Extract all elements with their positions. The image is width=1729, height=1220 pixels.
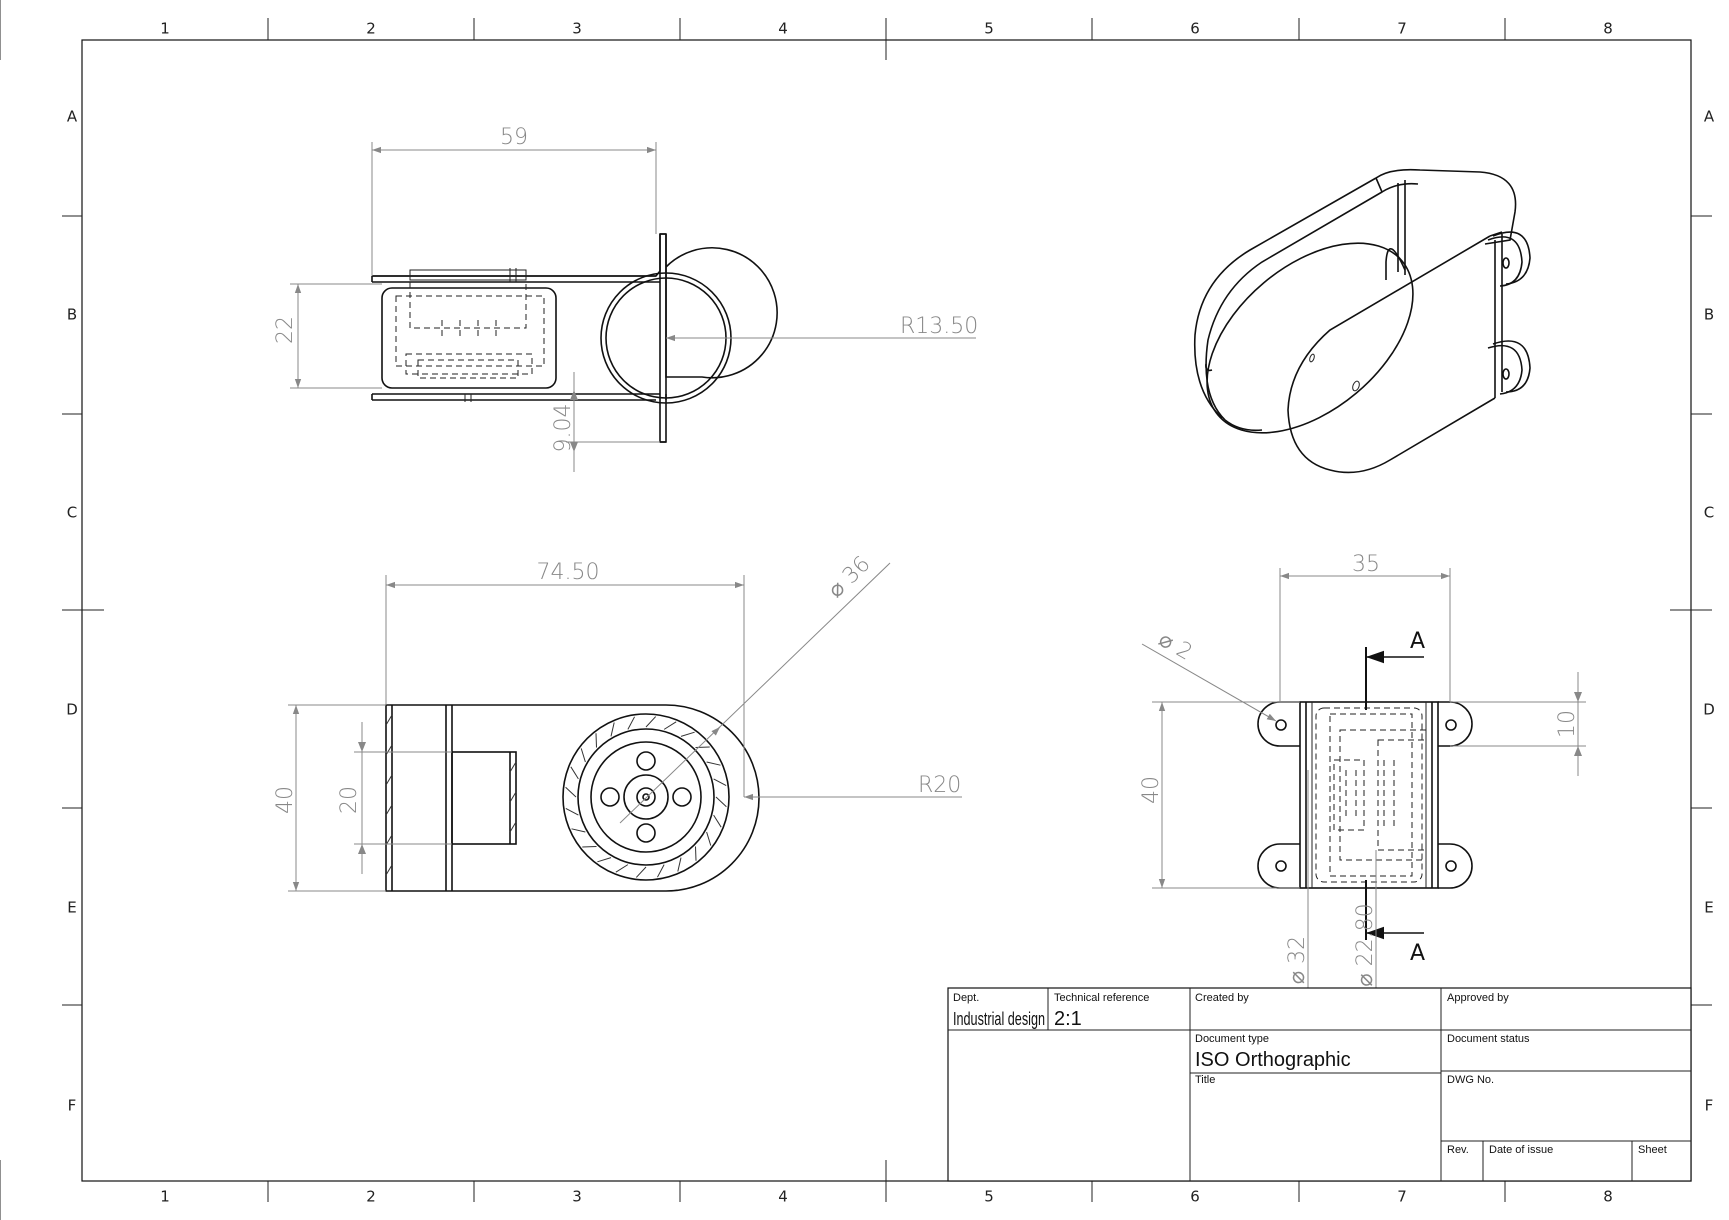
section-hatch-line bbox=[565, 808, 579, 816]
zone-column-label: 8 bbox=[1603, 20, 1613, 38]
dim-front-radius: R20 bbox=[918, 773, 961, 798]
section-hatch-line bbox=[706, 761, 721, 766]
dim-side-height: 40 bbox=[1139, 776, 1164, 804]
zone-row-label: C bbox=[67, 504, 77, 522]
section-hatch-line bbox=[570, 766, 579, 780]
zone-column-label: 1 bbox=[160, 20, 170, 38]
rev-label: Rev. bbox=[1447, 1144, 1469, 1156]
section-hatch-line bbox=[610, 722, 615, 737]
dim-side-tab: 10 bbox=[1555, 710, 1580, 738]
dim-front-height: 40 bbox=[273, 786, 298, 814]
date-label: Date of issue bbox=[1489, 1144, 1553, 1156]
zone-column-label: 1 bbox=[160, 1188, 170, 1206]
section-label-top: A bbox=[1410, 629, 1425, 654]
title-block: Dept. Industrial design Technical refere… bbox=[947, 987, 1692, 1182]
dim-side-d32: ⌀ 32 bbox=[1285, 936, 1310, 984]
zone-column-label: 5 bbox=[984, 1188, 994, 1206]
zone-column-label: 3 bbox=[572, 20, 582, 38]
section-hatch-line bbox=[635, 866, 647, 878]
zone-row-label: A bbox=[1704, 108, 1715, 126]
zone-row-label: A bbox=[67, 108, 78, 126]
dim-side-width: 35 bbox=[1352, 552, 1380, 577]
doc-type-label: Document type bbox=[1195, 1033, 1269, 1045]
tech-ref-label: Technical reference bbox=[1054, 992, 1149, 1004]
sheet-label: Sheet bbox=[1638, 1144, 1667, 1156]
section-hatch-line bbox=[677, 857, 682, 872]
zone-row-label: F bbox=[68, 1097, 77, 1115]
section-hatch-line bbox=[565, 786, 577, 798]
section-hatch-line bbox=[615, 864, 629, 873]
zone-column-label: 7 bbox=[1397, 20, 1407, 38]
section-hatch-line bbox=[695, 746, 710, 749]
dim-top-tab: 9.04 bbox=[551, 404, 576, 453]
section-hatch-line bbox=[595, 733, 598, 748]
zone-column-label: 7 bbox=[1397, 1188, 1407, 1206]
section-hatch-line bbox=[713, 814, 722, 828]
zone-row-label: E bbox=[67, 899, 76, 917]
zone-row-label: E bbox=[1704, 899, 1713, 917]
dim-top-radius: R13.50 bbox=[900, 314, 978, 339]
section-hatch-line bbox=[706, 831, 712, 846]
dept-label: Dept. bbox=[953, 992, 979, 1004]
top-view: 59 22 R13.50 9.04 bbox=[273, 125, 978, 472]
created-by-label: Created by bbox=[1195, 992, 1249, 1004]
section-hatch-line bbox=[657, 864, 665, 878]
section-hatch-line bbox=[663, 721, 677, 730]
zone-column-label: 2 bbox=[366, 20, 376, 38]
zone-column-label: 8 bbox=[1603, 1188, 1613, 1206]
zone-column-label: 5 bbox=[984, 20, 994, 38]
section-hatch-line bbox=[627, 716, 635, 730]
section-hatch-line bbox=[645, 716, 657, 728]
zone-column-label: 2 bbox=[366, 1188, 376, 1206]
section-hatch-line bbox=[571, 828, 586, 833]
section-hatch-line bbox=[597, 857, 612, 863]
doc-status-label: Document status bbox=[1447, 1033, 1530, 1045]
zone-column-label: 6 bbox=[1190, 20, 1200, 38]
dim-front-width: 74.50 bbox=[537, 560, 600, 585]
dim-top-width: 59 bbox=[500, 125, 528, 150]
title-label: Title bbox=[1195, 1074, 1215, 1086]
section-hatch-line bbox=[713, 778, 727, 786]
zone-row-label: D bbox=[66, 701, 78, 719]
tech-ref-value: 2:1 bbox=[1054, 1008, 1082, 1030]
zone-column-label: 3 bbox=[572, 1188, 582, 1206]
dim-side-d22: ⌀ 22.80 bbox=[1353, 903, 1378, 986]
doc-type-value: ISO Orthographic bbox=[1195, 1049, 1351, 1071]
zone-row-label: D bbox=[1703, 701, 1715, 719]
section-label-bottom: A bbox=[1410, 941, 1425, 966]
dim-front-diameter: ⌀ 36 bbox=[823, 552, 875, 603]
section-hatch-line bbox=[715, 796, 727, 808]
zone-row-label: C bbox=[1704, 504, 1714, 522]
dim-top-height: 22 bbox=[273, 316, 298, 344]
front-view: 74.50 ⌀ 36 40 20 R20 bbox=[273, 552, 962, 892]
zone-column-label: 6 bbox=[1190, 1188, 1200, 1206]
isometric-view bbox=[1193, 168, 1531, 474]
zone-row-label: F bbox=[1705, 1097, 1714, 1115]
dim-front-inner: 20 bbox=[337, 786, 362, 814]
side-view: A A 35 ⌀ 2 10 40 ⌀ 32 ⌀ 22.80 bbox=[1139, 552, 1586, 995]
section-hatch-line bbox=[582, 845, 597, 848]
section-hatch-line bbox=[680, 731, 695, 737]
dwg-no-label: DWG No. bbox=[1447, 1074, 1494, 1086]
section-hatch-line bbox=[580, 748, 586, 763]
zone-row-label: B bbox=[1704, 306, 1714, 324]
zone-column-label: 4 bbox=[778, 1188, 788, 1206]
zone-row-label: B bbox=[67, 306, 77, 324]
dept-value: Industrial design bbox=[953, 1009, 1045, 1029]
approved-by-label: Approved by bbox=[1447, 992, 1509, 1004]
section-hatch-line bbox=[694, 846, 697, 861]
zone-column-label: 4 bbox=[778, 20, 788, 38]
dim-side-hole: ⌀ 2 bbox=[1154, 627, 1196, 666]
